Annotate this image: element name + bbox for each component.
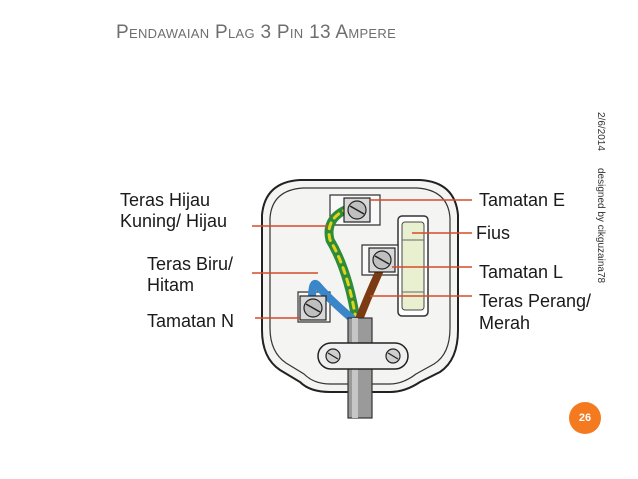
fuse-icon xyxy=(401,221,425,311)
live-screw-icon xyxy=(368,247,396,273)
label-live-terminal: Tamatan L xyxy=(479,262,564,282)
page-number-badge: 26 xyxy=(569,402,601,434)
label-earth-terminal: Tamatan E xyxy=(479,190,566,210)
label-fuse: Fius xyxy=(476,223,511,243)
neutral-wire xyxy=(308,279,360,326)
label-blue-line2: Hitam xyxy=(147,275,195,295)
neutral-screw-icon xyxy=(299,295,327,321)
slide-credit: designed by cikguzaina78 xyxy=(595,168,606,284)
label-blue-line1: Teras Biru/ xyxy=(147,254,234,274)
label-brown-line2: Merah xyxy=(479,313,531,333)
label-neutral-terminal: Tamatan N xyxy=(147,311,235,331)
label-green-yellow-line1: Teras Hijau xyxy=(120,190,211,210)
earth-screw-icon xyxy=(343,197,371,223)
label-green-yellow-line2: Kuning/ Hijau xyxy=(120,211,228,231)
plug-inner-rim xyxy=(269,187,451,385)
slide-date: 2/6/2014 xyxy=(595,112,606,151)
label-brown-line1: Teras Perang/ xyxy=(479,291,592,311)
cable-grip-icon xyxy=(317,342,409,370)
slide-title: Pendawaian Plag 3 Pin 13 Ampere xyxy=(116,22,397,43)
